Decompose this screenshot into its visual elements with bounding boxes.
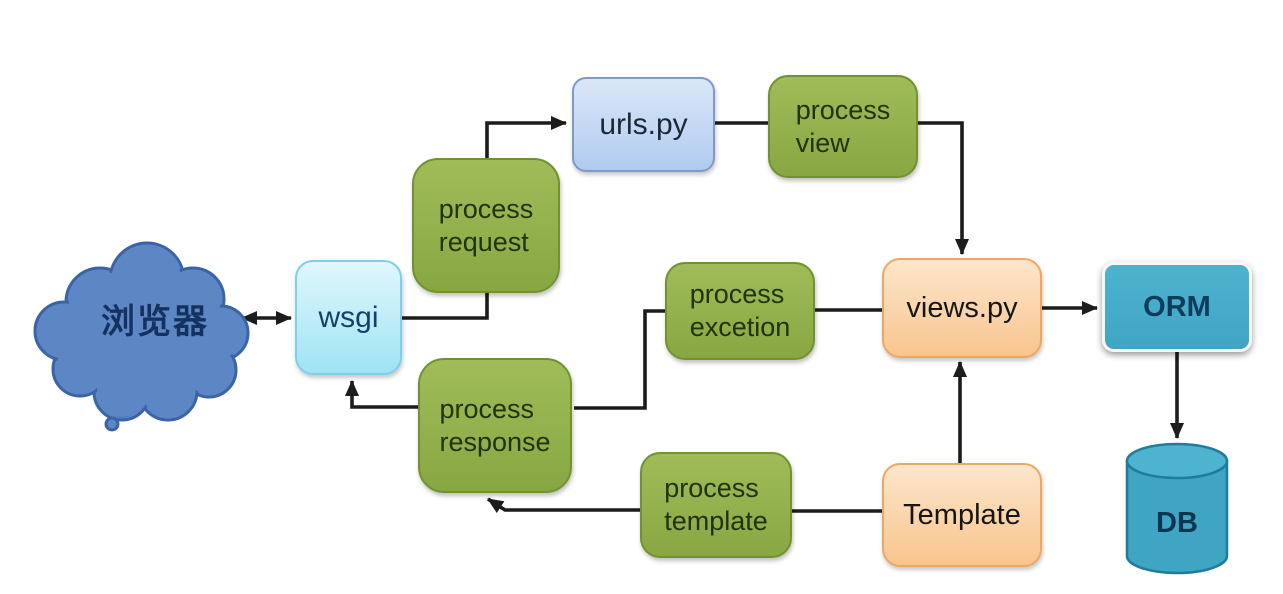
browser-label: 浏览器 (101, 302, 209, 341)
template-label: Template (903, 498, 1021, 531)
node-process-excetion: process excetion (665, 262, 815, 360)
node-views-py: views.py (882, 258, 1042, 358)
edge-process-view-to-views (918, 121, 969, 255)
edge-process-response-to-wsgi (345, 380, 418, 409)
wsgi-label: wsgi (318, 300, 379, 334)
db-cylinder-shape (1125, 442, 1229, 575)
edge-process-template-to-process-response (487, 497, 640, 514)
node-urls-py: urls.py (572, 77, 715, 172)
edge-process-excetion-to-process-response (574, 309, 665, 410)
orm-label: ORM (1143, 290, 1211, 323)
browser-cloud-shape (33, 241, 250, 432)
views-py-label: views.py (906, 291, 1018, 324)
urls-py-label: urls.py (599, 107, 688, 141)
node-template: Template (882, 463, 1042, 567)
node-wsgi: wsgi (295, 260, 402, 375)
process-response-label: process response (439, 393, 551, 457)
node-process-request: process request (412, 158, 560, 293)
node-process-view: process view (768, 75, 918, 178)
node-db: DB (1127, 500, 1227, 546)
process-template-label: process template (664, 473, 768, 536)
process-excetion-label: process excetion (689, 279, 791, 342)
db-label: DB (1156, 506, 1198, 539)
process-request-label: process request (438, 193, 534, 257)
node-browser: 浏览器 (60, 292, 250, 344)
node-process-template: process template (640, 452, 792, 558)
process-view-label: process view (795, 94, 891, 158)
node-process-response: process response (418, 358, 572, 493)
node-orm: ORM (1102, 262, 1252, 352)
